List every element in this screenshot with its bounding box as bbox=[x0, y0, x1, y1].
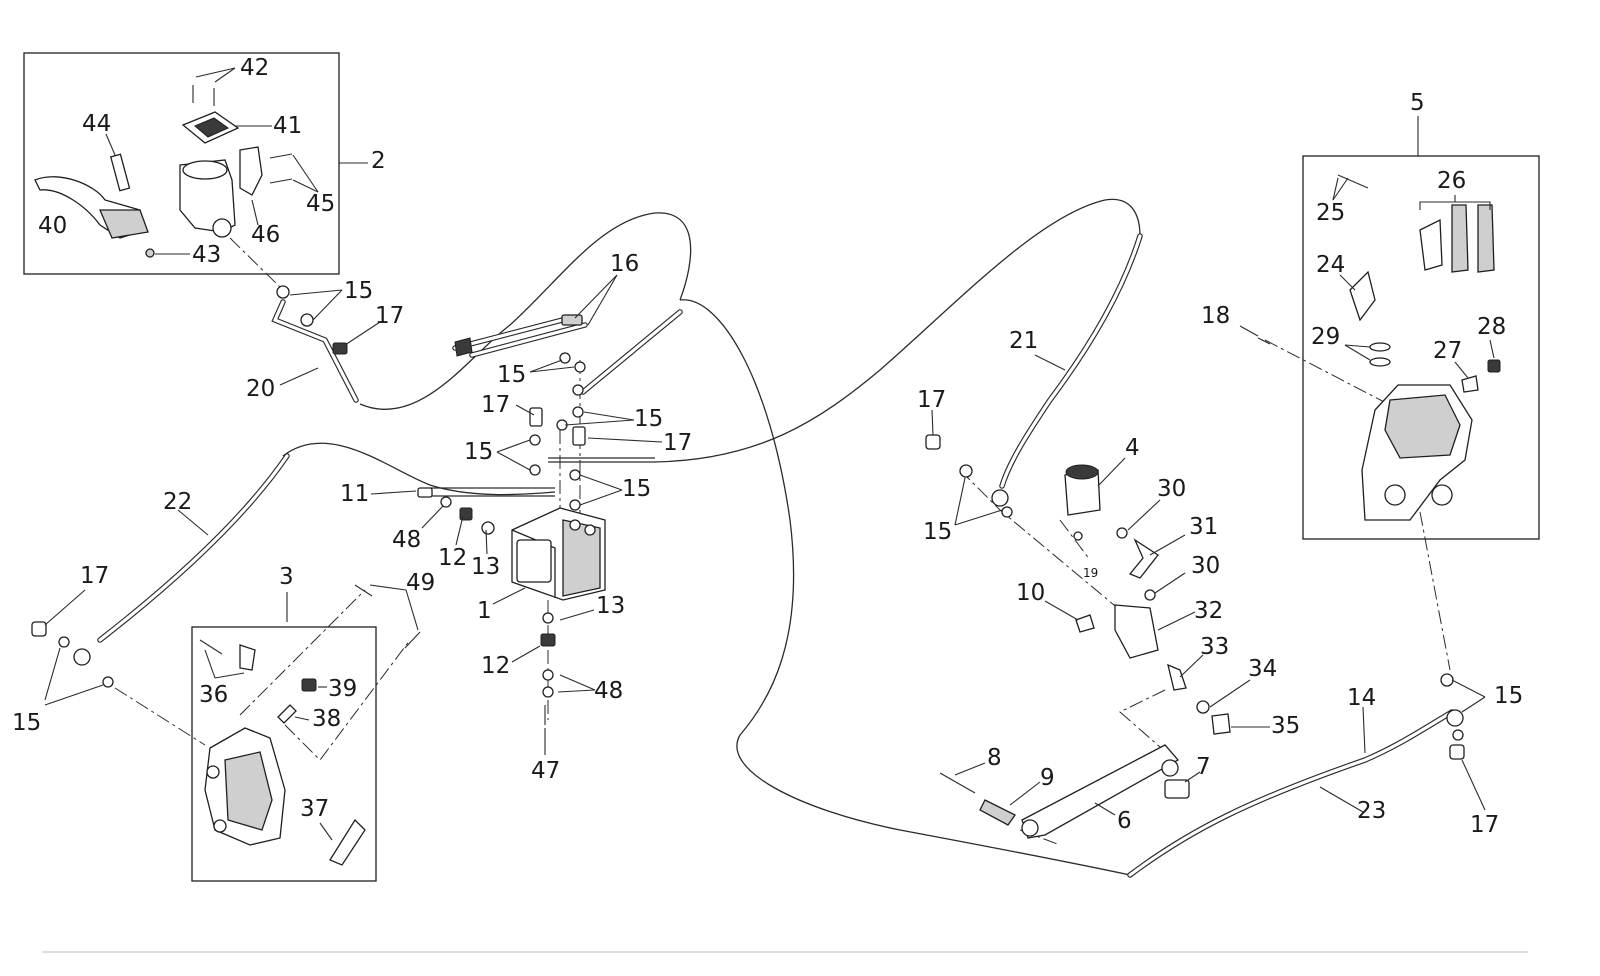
callout-4: 4 bbox=[1125, 435, 1140, 461]
callout-30-top: 30 bbox=[1157, 476, 1186, 502]
callout-39: 39 bbox=[328, 676, 357, 702]
front-master-cylinder-group bbox=[34, 85, 348, 355]
rear-master-cylinder-group bbox=[925, 434, 1231, 839]
callout-48-bottom: 48 bbox=[594, 678, 623, 704]
callout-17-rear-master: 17 bbox=[917, 387, 946, 413]
callout-44: 44 bbox=[82, 111, 111, 137]
callout-48-top: 48 bbox=[392, 527, 421, 553]
callout-27: 27 bbox=[1433, 338, 1462, 364]
callout-leaders bbox=[44, 67, 1495, 841]
callout-17-abs-a: 17 bbox=[481, 392, 510, 418]
callout-34: 34 bbox=[1248, 656, 1277, 682]
callout-37: 37 bbox=[300, 796, 329, 822]
callout-42: 42 bbox=[240, 55, 269, 81]
callout-12-top: 12 bbox=[438, 545, 467, 571]
callout-17-master: 17 bbox=[375, 303, 404, 329]
callout-19: 19 bbox=[1083, 566, 1098, 580]
callout-15-front: 15 bbox=[12, 710, 41, 736]
callout-2: 2 bbox=[371, 148, 386, 174]
callout-7: 7 bbox=[1196, 754, 1211, 780]
callout-36: 36 bbox=[199, 682, 228, 708]
callout-23: 23 bbox=[1357, 798, 1386, 824]
callout-15-rear-master: 15 bbox=[923, 519, 952, 545]
callout-38: 38 bbox=[312, 706, 341, 732]
callout-13-bottom: 13 bbox=[596, 593, 625, 619]
callout-21: 21 bbox=[1009, 328, 1038, 354]
hose-20 bbox=[271, 299, 359, 403]
callout-15-abs-d: 15 bbox=[622, 476, 651, 502]
callout-24: 24 bbox=[1316, 252, 1345, 278]
callout-3: 3 bbox=[279, 564, 294, 590]
hose-23 bbox=[1127, 709, 1455, 878]
callout-9: 9 bbox=[1040, 765, 1055, 791]
callout-15-rear: 15 bbox=[1494, 683, 1523, 709]
callout-10: 10 bbox=[1016, 580, 1045, 606]
callout-33: 33 bbox=[1200, 634, 1229, 660]
callout-30-bottom: 30 bbox=[1191, 553, 1220, 579]
callout-49: 49 bbox=[406, 570, 435, 596]
callout-32: 32 bbox=[1194, 598, 1223, 624]
callout-45: 45 bbox=[306, 191, 335, 217]
front-caliper-group bbox=[31, 584, 421, 866]
callout-17-front: 17 bbox=[80, 563, 109, 589]
callout-25: 25 bbox=[1316, 200, 1345, 226]
callout-15-master: 15 bbox=[344, 278, 373, 304]
callout-5: 5 bbox=[1410, 90, 1425, 116]
callout-11: 11 bbox=[340, 481, 369, 507]
callout-16: 16 bbox=[610, 251, 639, 277]
callout-28: 28 bbox=[1477, 314, 1506, 340]
callout-13-top: 13 bbox=[471, 554, 500, 580]
callout-22: 22 bbox=[163, 489, 192, 515]
callout-1: 1 bbox=[477, 598, 492, 624]
callout-35: 35 bbox=[1271, 713, 1300, 739]
callout-47: 47 bbox=[531, 758, 560, 784]
callout-15-abs-c: 15 bbox=[464, 439, 493, 465]
callout-12-bottom: 12 bbox=[481, 653, 510, 679]
rear-caliper-kit-box bbox=[1302, 155, 1540, 540]
rear-caliper-group bbox=[1257, 174, 1501, 760]
hose-22 bbox=[97, 453, 290, 643]
callout-15-abs-a: 15 bbox=[497, 362, 526, 388]
callout-40: 40 bbox=[38, 213, 67, 239]
callout-8: 8 bbox=[987, 745, 1002, 771]
assembly-centerlines bbox=[114, 237, 1451, 846]
brake-pipe-routing bbox=[282, 198, 1141, 876]
callout-46: 46 bbox=[251, 222, 280, 248]
front-master-cylinder-kit-box bbox=[23, 52, 340, 275]
hose-21 bbox=[999, 233, 1143, 489]
callout-6: 6 bbox=[1117, 808, 1132, 834]
callout-41: 41 bbox=[273, 113, 302, 139]
abs-modulator bbox=[417, 314, 606, 725]
callout-15-abs-b: 15 bbox=[634, 406, 663, 432]
callout-18: 18 bbox=[1201, 303, 1230, 329]
callout-labels: 42 41 44 2 45 40 46 43 15 17 20 16 15 17… bbox=[12, 55, 1523, 838]
front-caliper-kit-box bbox=[191, 626, 377, 882]
callout-17-rear: 17 bbox=[1470, 812, 1499, 838]
callout-43: 43 bbox=[192, 242, 221, 268]
callout-14: 14 bbox=[1347, 685, 1376, 711]
callout-17-abs-b: 17 bbox=[663, 430, 692, 456]
callout-20: 20 bbox=[246, 376, 275, 402]
hose-16 bbox=[452, 309, 683, 395]
callout-31: 31 bbox=[1189, 514, 1218, 540]
callout-26: 26 bbox=[1437, 168, 1466, 194]
callout-29: 29 bbox=[1311, 324, 1340, 350]
